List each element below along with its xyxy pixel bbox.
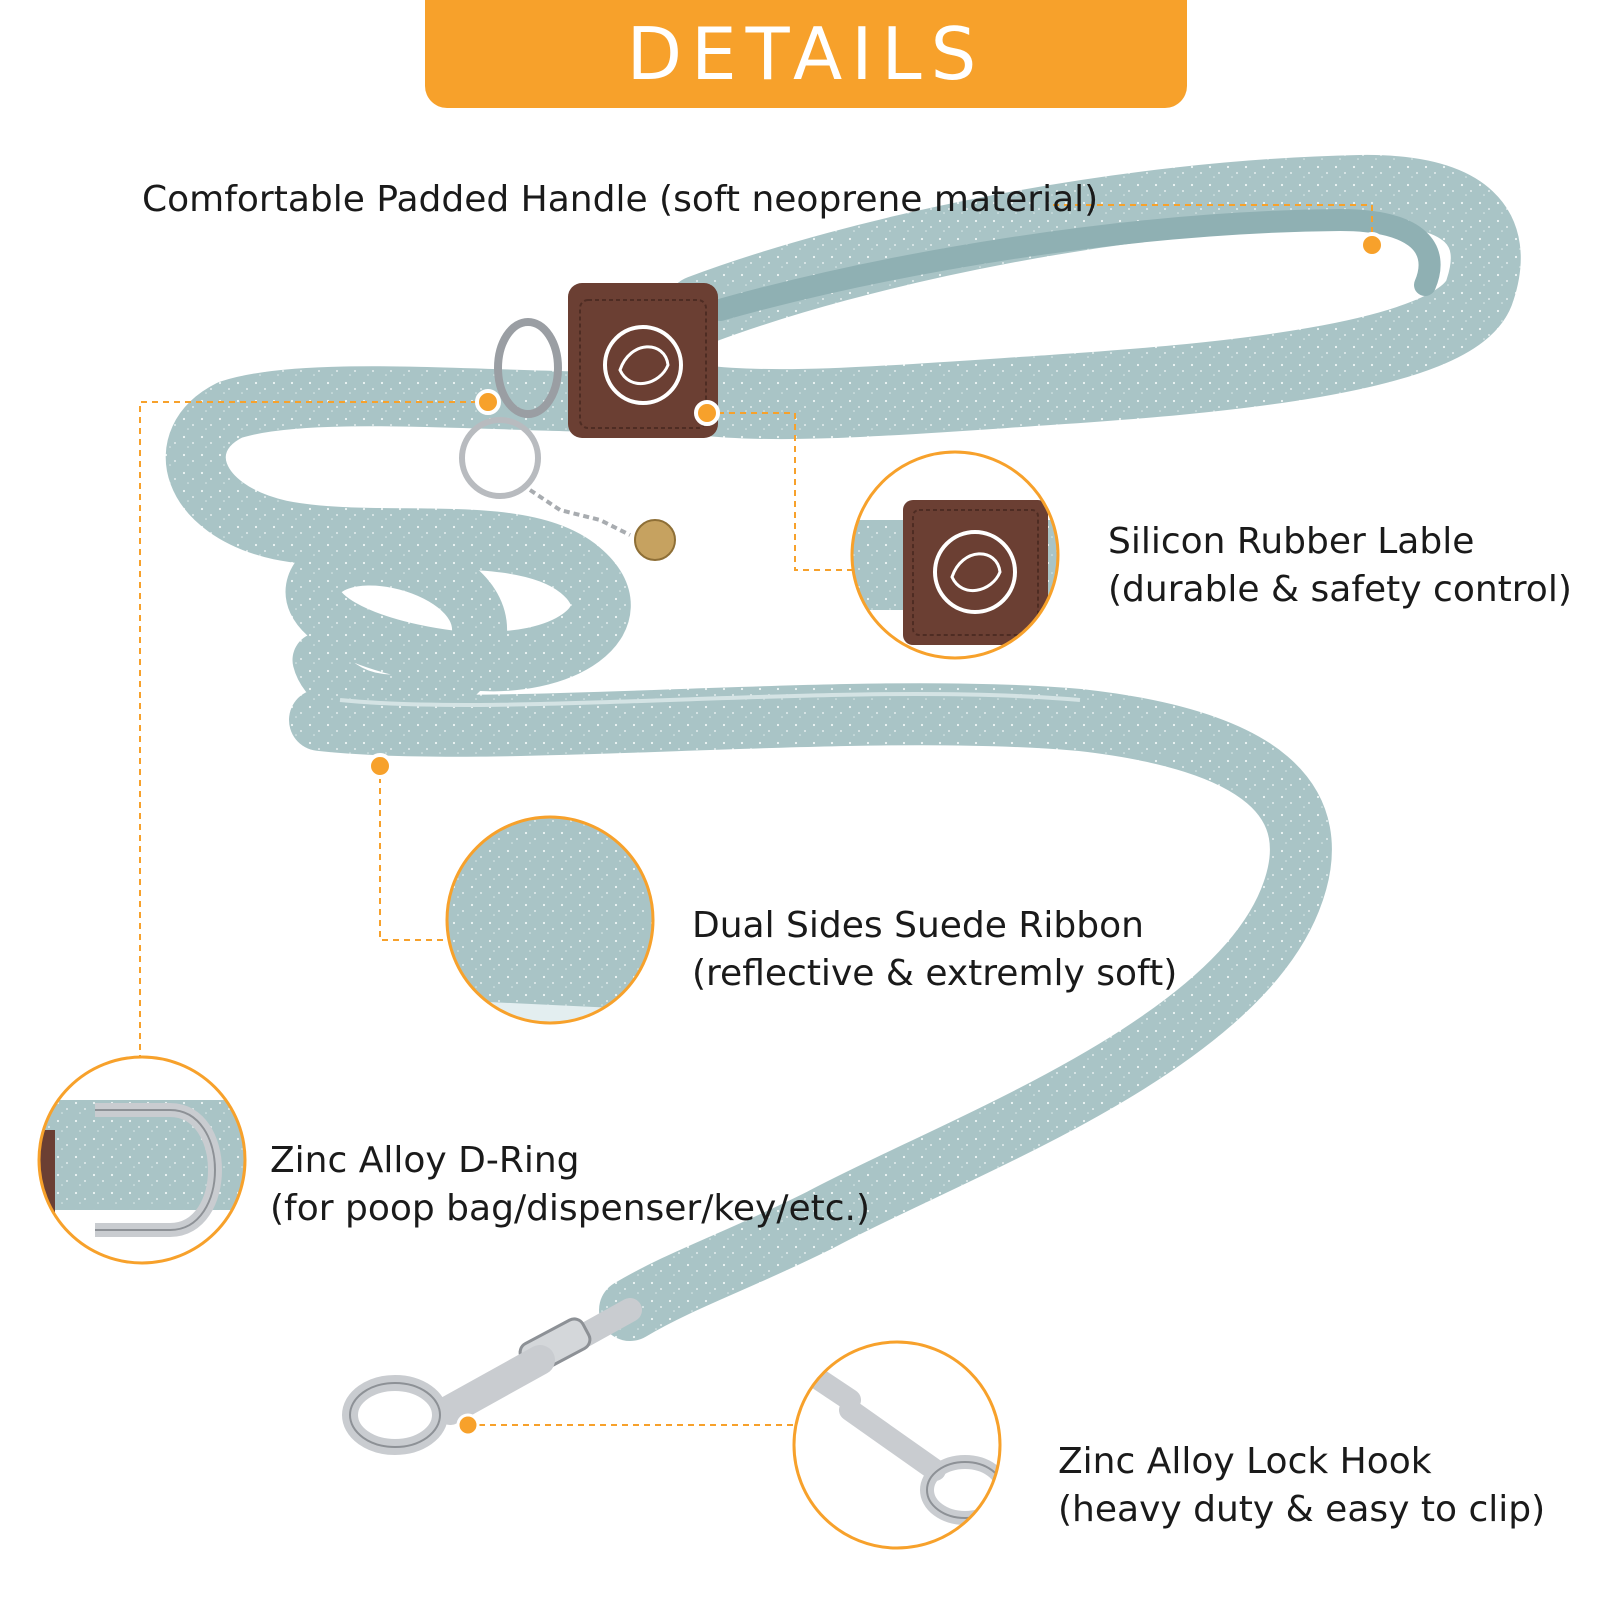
padded-handle — [665, 154, 1521, 440]
callout-ribbon: Dual Sides Suede Ribbon (reflective & ex… — [692, 902, 1177, 998]
leash — [165, 154, 1521, 1341]
callout-hook: Zinc Alloy Lock Hook (heavy duty & easy … — [1058, 1438, 1545, 1534]
key-ring — [459, 318, 676, 561]
callout-dring-subtitle: (for poop bag/dispenser/key/etc.) — [270, 1188, 871, 1229]
callout-line-handle — [1053, 204, 1373, 245]
marker-handle — [1359, 232, 1385, 258]
handle-padding — [709, 208, 1441, 321]
callout-handle: Comfortable Padded Handle (soft neoprene… — [142, 176, 1098, 224]
callout-label: Silicon Rubber Lable (durable & safety c… — [1108, 518, 1572, 614]
marker-hook — [456, 1413, 480, 1437]
callout-dring-title: Zinc Alloy D-Ring — [270, 1140, 580, 1181]
detail-circle-hook — [792, 1340, 1002, 1550]
callout-hook-subtitle: (heavy duty & easy to clip) — [1058, 1489, 1546, 1530]
detail-circle-ribbon — [445, 815, 655, 1025]
banner-title: DETAILS — [626, 12, 986, 96]
callout-dring: Zinc Alloy D-Ring (for poop bag/dispense… — [270, 1137, 870, 1233]
callout-handle-title: Comfortable Padded Handle (soft neoprene… — [142, 179, 1099, 220]
detail-circle-dring — [37, 1055, 247, 1265]
callout-line-ribbon — [379, 766, 452, 941]
marker-tag — [694, 400, 720, 426]
rubber-tag — [568, 283, 718, 438]
callout-line-label — [707, 412, 870, 571]
snap-hook — [342, 1298, 642, 1455]
callout-label-subtitle: (durable & safety control) — [1108, 569, 1572, 610]
leash-strap-lower — [289, 683, 1332, 1341]
callout-ribbon-subtitle: (reflective & extremly soft) — [692, 953, 1178, 994]
details-banner: DETAILS — [425, 0, 1187, 108]
callout-ribbon-title: Dual Sides Suede Ribbon — [692, 905, 1144, 946]
leash-coil — [285, 530, 507, 730]
marker-ribbon — [367, 753, 393, 779]
callout-hook-title: Zinc Alloy Lock Hook — [1058, 1441, 1432, 1482]
callout-markers — [367, 232, 1385, 1437]
callout-line-dring — [139, 401, 488, 1080]
leash-strap-upper — [165, 366, 730, 692]
callout-label-title: Silicon Rubber Lable — [1108, 521, 1475, 562]
marker-ring — [475, 389, 501, 415]
detail-circle-label — [850, 450, 1060, 660]
callout-lines — [139, 204, 1373, 1426]
